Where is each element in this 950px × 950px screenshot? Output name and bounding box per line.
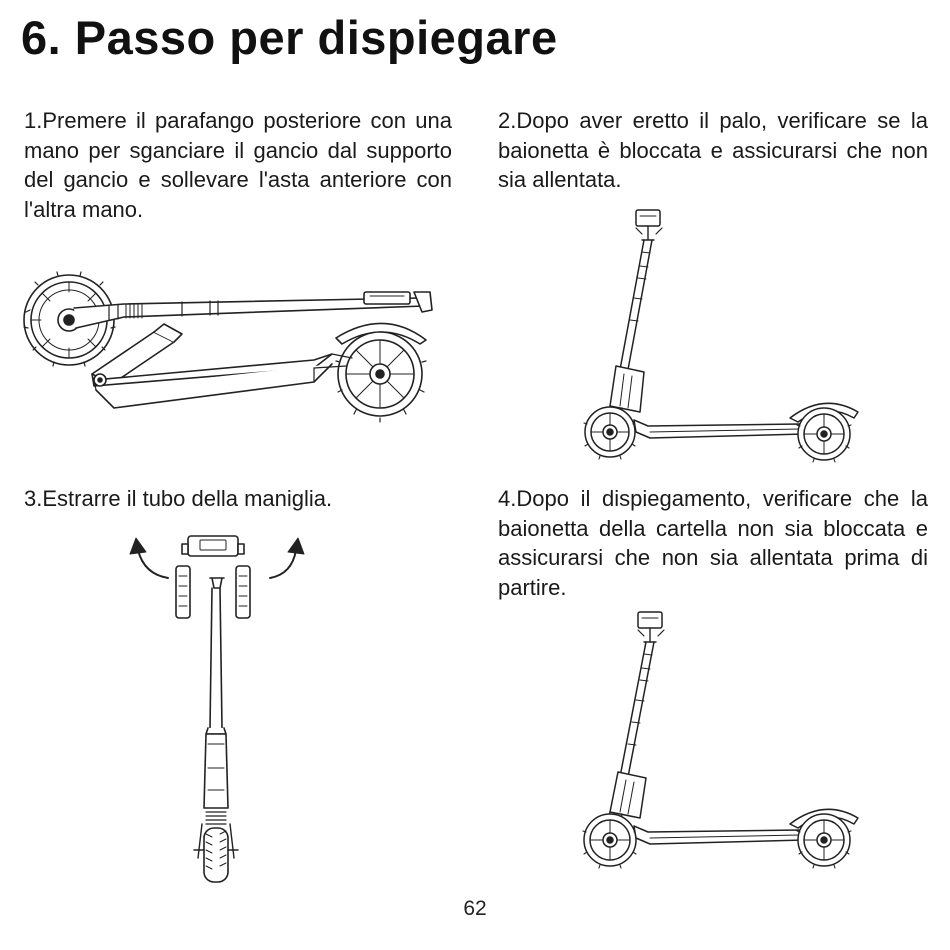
page-number: 62	[463, 897, 487, 920]
unfolded-scooter-icon-2	[578, 608, 858, 870]
page-title: 6. Passo per dispiegare	[21, 11, 558, 64]
step-4-text: 4.Dopo il dispiegamento, verificare che …	[498, 486, 928, 600]
step-1-text: 1.Premere il parafango posteriore con un…	[24, 108, 452, 222]
unfolded-scooter-icon	[580, 206, 860, 462]
step-3-text: 3.Estrarre il tubo della maniglia.	[24, 486, 333, 511]
step-2-text: 2.Dopo aver eretto il palo, verificare s…	[498, 108, 928, 192]
folded-scooter-icon	[14, 262, 439, 432]
handlebar-extend-icon	[124, 528, 314, 884]
